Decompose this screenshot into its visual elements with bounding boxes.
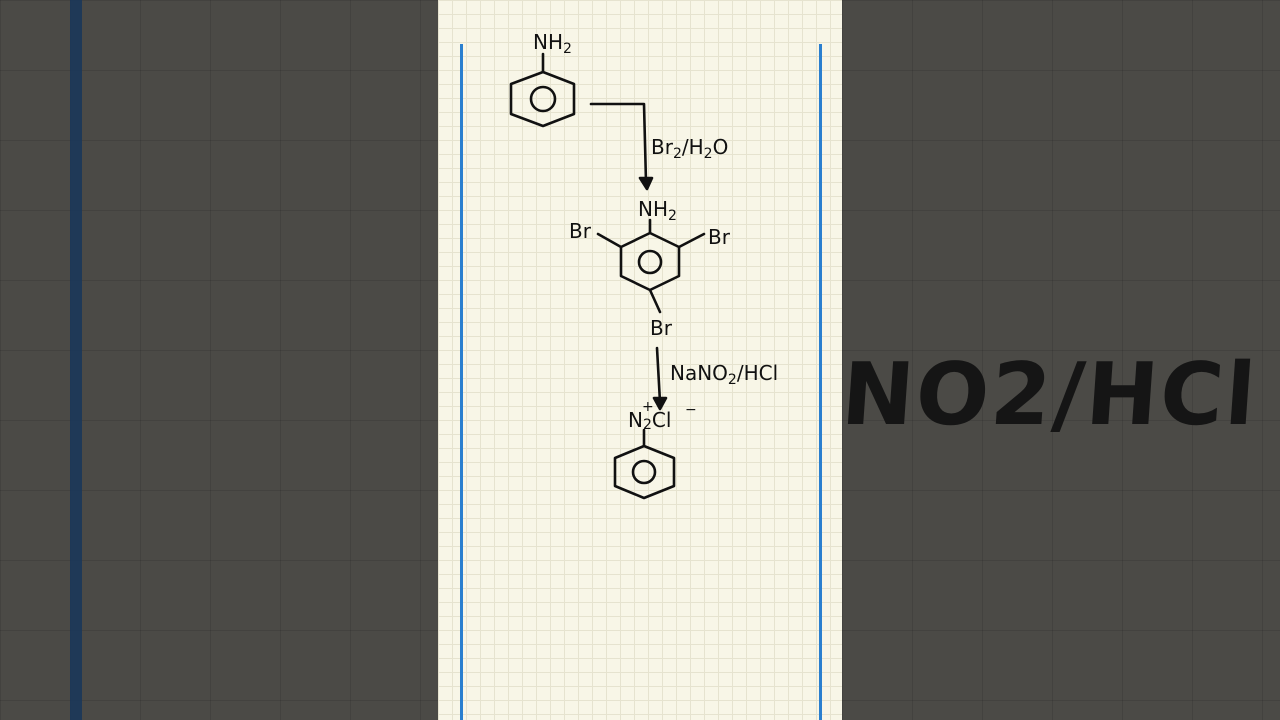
blurred-zoom-text: NO2/HCl	[842, 345, 1261, 445]
paper-margin-line-right	[819, 44, 822, 720]
tribromoaniline-br-bottom-bond	[648, 288, 662, 314]
grid-paper: NH2 Br2/H2O NH2 Br Br Br NaNO2/HCl N2Cl …	[438, 0, 842, 720]
step1-reagent-label: Br2/H2O	[651, 135, 728, 162]
tribromoaniline-br-left-bond	[596, 232, 623, 249]
tribromoaniline-br-right-label: Br	[708, 225, 731, 249]
tribromoaniline-benzene-ring	[619, 231, 681, 292]
diazonium-benzene-ring	[613, 444, 676, 500]
reaction-arrow-2-head	[652, 396, 668, 411]
reaction-arrow-1-head	[638, 176, 654, 191]
tribromoaniline-br-right-bond	[677, 232, 706, 249]
tribromoaniline-nh2-label: NH2	[638, 197, 677, 224]
diazonium-plus-charge: +	[642, 399, 654, 415]
aniline-nh2-label: NH2	[533, 30, 572, 57]
paper-margin-line-left	[460, 44, 463, 720]
blurred-margin-line-left	[70, 0, 82, 720]
reaction-scheme: NH2 Br2/H2O NH2 Br Br Br NaNO2/HCl N2Cl …	[509, 30, 778, 500]
blurred-background-left	[0, 0, 438, 720]
diazonium-minus-charge: −	[685, 402, 697, 418]
step2-reagent-label: NaNO2/HCl	[670, 361, 778, 388]
diazonium-label: N2Cl	[628, 408, 671, 433]
reaction-arrow-1	[589, 102, 648, 184]
reaction-arrow-2	[655, 346, 662, 404]
aniline-benzene-ring	[509, 70, 576, 128]
tribromoaniline-br-left-label: Br	[569, 219, 592, 243]
tribromoaniline-br-bottom-label: Br	[650, 316, 673, 340]
blurred-background-right: NO2/HCl	[842, 0, 1280, 720]
